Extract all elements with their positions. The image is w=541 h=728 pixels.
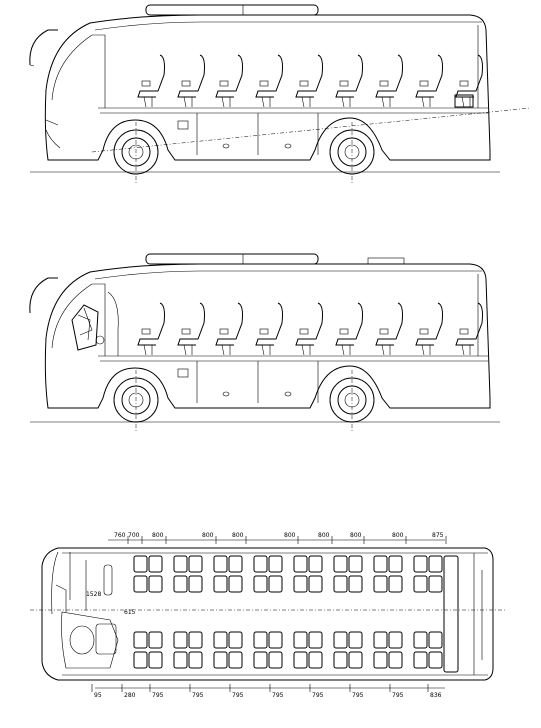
plan-seat [213, 651, 243, 669]
top-dim-label: 800 [202, 532, 214, 539]
plan-seat [133, 555, 163, 573]
driver-seat [71, 291, 119, 356]
plan-seat [333, 651, 363, 669]
top-dim-label: 800 [152, 532, 164, 539]
side-elevation-seating [29, 4, 531, 185]
bottom-dim-label: 795 [392, 692, 404, 699]
plan-seat [173, 575, 203, 593]
bottom-dim-label: 280 [124, 692, 136, 699]
front-wheel [113, 122, 159, 185]
seat-row-side2 [137, 302, 483, 356]
side-seat [177, 54, 205, 108]
seat-row-side1 [137, 54, 483, 108]
driver-area [61, 611, 119, 669]
bottom-dim-label: 836 [430, 692, 442, 699]
side-seat [255, 54, 283, 108]
side-seat [455, 54, 483, 108]
bottom-dim-label: 95 [94, 692, 102, 699]
plan-seat [293, 631, 323, 649]
top-dim-label: 800 [392, 532, 404, 539]
bottom-dim-label: 795 [152, 692, 164, 699]
side-seat [415, 54, 443, 108]
rear-wheel [329, 370, 375, 432]
door-step [103, 564, 113, 596]
side-seat [375, 54, 403, 108]
plan-seat [373, 631, 403, 649]
plan-seat [133, 575, 163, 593]
side-seat [295, 54, 323, 108]
side-seat [415, 302, 443, 356]
side-elevation-driver [29, 253, 500, 432]
plan-seat [293, 575, 323, 593]
plan-seat [293, 555, 323, 573]
side-seat [137, 54, 165, 108]
plan-seat [253, 631, 283, 649]
side-seat [215, 54, 243, 108]
plan-seat [253, 555, 283, 573]
plan-seat [373, 575, 403, 593]
side-seat [255, 302, 283, 356]
side-seat [215, 302, 243, 356]
front-wheel [113, 370, 159, 432]
plan-seat [293, 651, 323, 669]
plan-seat [213, 631, 243, 649]
plan-seat [253, 651, 283, 669]
plan-seat [133, 631, 163, 649]
left-dim-1: 1528 [86, 591, 101, 598]
mirror [29, 29, 58, 66]
mirror [29, 277, 58, 314]
side-seat [137, 302, 165, 356]
top-dim-label: 875 [432, 532, 444, 539]
side-seat [335, 302, 363, 356]
bottom-dim-label: 795 [232, 692, 244, 699]
plan-seat [133, 651, 163, 669]
bus-body-outline [44, 263, 491, 409]
top-dim-label: 760 [114, 532, 126, 539]
plan-seat [333, 575, 363, 593]
left-dim-2: 615 [124, 609, 136, 616]
plan-seat [413, 575, 443, 593]
top-dim-label: 800 [318, 532, 330, 539]
plan-seat [173, 631, 203, 649]
plan-seats [133, 555, 459, 673]
plan-seat [413, 555, 443, 573]
side-seat [335, 54, 363, 108]
bottom-dim-label: 795 [352, 692, 364, 699]
plan-seat [213, 555, 243, 573]
top-dim-label: 700 [128, 532, 140, 539]
plan-seat [253, 575, 283, 593]
ac-unit [367, 257, 405, 265]
top-dim-label: 800 [284, 532, 296, 539]
roof-hatch [145, 4, 319, 16]
top-dim-label: 800 [232, 532, 244, 539]
top-dim-label: 800 [350, 532, 362, 539]
plan-seat [413, 651, 443, 669]
plan-seat [173, 651, 203, 669]
side-seat [375, 302, 403, 356]
side-seat [177, 302, 205, 356]
bottom-dimensions: 95 280 795 795 795 795 795 795 795 836 [91, 684, 442, 699]
rear-bench [443, 555, 459, 673]
rear-wheel [329, 122, 375, 185]
plan-seat [413, 631, 443, 649]
roof-hatch [145, 253, 319, 265]
side-seat [295, 302, 323, 356]
side-seat [455, 302, 483, 356]
plan-seat [373, 651, 403, 669]
plan-seat [373, 555, 403, 573]
plan-body-outline [41, 547, 494, 681]
bus-body-outline [44, 14, 491, 161]
bottom-dim-label: 795 [192, 692, 204, 699]
plan-seat [173, 555, 203, 573]
bottom-dim-label: 795 [312, 692, 324, 699]
plan-seat [333, 555, 363, 573]
bottom-dim-label: 795 [272, 692, 284, 699]
plan-seat [333, 631, 363, 649]
plan-seat [213, 575, 243, 593]
